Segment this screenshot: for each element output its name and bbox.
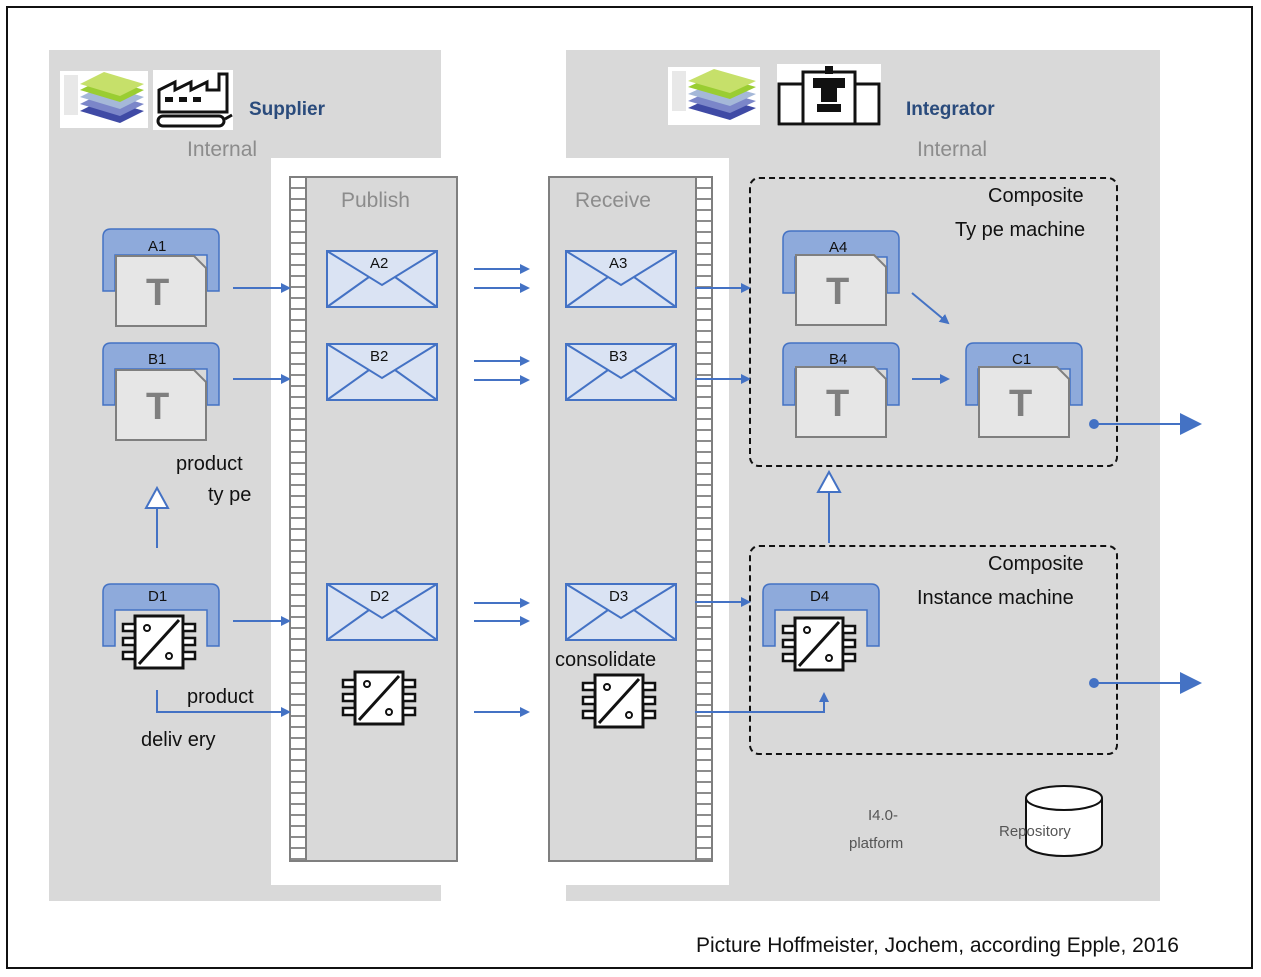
receive-rail xyxy=(695,176,713,862)
product-type-label-2: ty pe xyxy=(208,484,252,506)
shell-b1-label: B1 xyxy=(148,351,167,368)
composite-type-line1: Composite xyxy=(988,185,1084,207)
receive-device-icon xyxy=(581,673,657,729)
envelope-a2-label: A2 xyxy=(370,255,389,272)
repository-icon xyxy=(1025,785,1103,857)
shell-a4-label: A4 xyxy=(829,239,848,256)
publish-rail xyxy=(289,176,307,862)
picture-credit: Picture Hoffmeister, Jochem, according E… xyxy=(696,934,1179,957)
integrator-aas-layers-icon xyxy=(668,67,760,125)
composite-type-line2: Ty pe machine xyxy=(955,219,1086,241)
integrator-title: Integrator xyxy=(906,99,995,120)
supplier-aas-layers-icon xyxy=(60,71,148,128)
supplier-title: Supplier xyxy=(249,99,326,120)
publish-device-icon xyxy=(341,670,417,726)
product-delivery-label-1: product xyxy=(187,686,254,708)
product-type-inheritance-arrow xyxy=(144,485,170,548)
receive-title: Receive xyxy=(575,189,651,212)
repository-label: Repository xyxy=(999,823,1071,840)
envelope-a3-label: A3 xyxy=(609,255,628,272)
type-glyph-c1: T xyxy=(1009,383,1033,425)
platform-label-1: I4.0- xyxy=(868,807,899,824)
shell-d1-label: D1 xyxy=(148,588,168,605)
publish-title: Publish xyxy=(341,189,410,212)
shell-c1-label: C1 xyxy=(1012,351,1032,368)
envelope-d3-label: D3 xyxy=(609,588,629,605)
type-glyph-a1: T xyxy=(146,272,170,314)
composite-inheritance-arrow xyxy=(816,469,842,543)
consolidate-label: consolidate xyxy=(555,649,657,671)
envelope-d2-label: D2 xyxy=(370,588,390,605)
type-glyph-b1: T xyxy=(146,386,170,428)
diagram-frame xyxy=(6,6,1253,969)
type-glyph-a4: T xyxy=(826,271,850,313)
shell-a1-label: A1 xyxy=(148,238,167,255)
product-delivery-label-2: deliv ery xyxy=(141,729,216,751)
envelope-b3-label: B3 xyxy=(609,348,628,365)
integrator-internal-label: Internal xyxy=(917,138,988,161)
envelope-b2-label: B2 xyxy=(370,348,389,365)
type-glyph-b4: T xyxy=(826,383,850,425)
composite-instance-line1: Composite xyxy=(988,553,1084,575)
arrow-product-delivery xyxy=(156,690,291,717)
composite-instance-line2: Instance machine xyxy=(917,587,1074,609)
shell-d4-label: D4 xyxy=(810,588,830,605)
product-type-label-1: product xyxy=(176,453,243,475)
machine-icon xyxy=(777,64,881,126)
shell-b4-label: B4 xyxy=(829,351,848,368)
supplier-internal-label: Internal xyxy=(187,138,258,161)
platform-label-2: platform xyxy=(849,835,904,852)
factory-icon xyxy=(153,70,233,130)
composite-instance-box xyxy=(749,545,1118,755)
composite-type-box xyxy=(749,177,1118,467)
